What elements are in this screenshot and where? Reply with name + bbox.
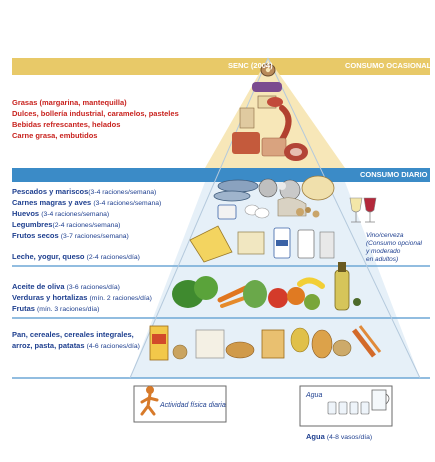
veg-item-name: Frutas [12, 304, 35, 313]
cereal-line-1: Pan, cereales, cereales integrales, [12, 330, 134, 340]
protein-item-detail: (3-4 raciones/semana) [88, 189, 157, 196]
water-name: Agua [306, 432, 325, 441]
dairy-item-detail: (2-4 raciones/día) [86, 254, 140, 261]
occasional-item: Dulces, bollería industrial, caramelos, … [12, 109, 179, 118]
senc-label: SENC (2004) [228, 61, 273, 70]
water-recommendation: Agua (4-8 vasos/día) [306, 432, 372, 443]
occasional-item: Carne grasa, embutidos [12, 131, 98, 140]
protein-item-name: Legumbres [12, 220, 53, 229]
protein-icons [213, 175, 335, 220]
dairy-item-name: Leche, yogur, queso [12, 252, 85, 261]
protein-item-name: Carnes magras y aves [12, 198, 92, 207]
dairy-item: Leche, yogur, queso (2-4 raciones/día) [12, 252, 140, 263]
veg-item: Frutas (mín. 3 raciones/día) [12, 304, 99, 315]
water-box-label: Agua [306, 392, 323, 399]
protein-item-name: Huevos [12, 209, 40, 218]
vegetables-fruits-icons [172, 276, 325, 310]
cereals-icons [149, 325, 382, 361]
cereal-line-2: arroz, pasta, patatas (4-6 raciones/día) [12, 341, 140, 352]
veg-item-detail: (mín. 3 raciones/día) [37, 306, 100, 313]
veg-item-detail: (mín. 2 raciones/día) [89, 295, 152, 302]
protein-item-name: Frutos secos [12, 231, 59, 240]
cereal-line-1-text: Pan, cereales, cereales integrales, [12, 330, 134, 339]
protein-item-detail: (2-4 raciones/semana) [52, 222, 121, 229]
veg-item-name: Verduras y hortalizas [12, 293, 88, 302]
occasional-item: Bebidas refrescantes, helados [12, 120, 121, 129]
cereal-line-2-detail: (4-6 raciones/día) [86, 343, 140, 350]
protein-item-detail: (3-4 raciones/semana) [41, 211, 110, 218]
wine-note-line: en adultos) [366, 256, 399, 263]
water-glasses-icon [327, 389, 390, 415]
sweets-icon [232, 63, 308, 161]
protein-item-detail: (3-7 raciones/semana) [60, 233, 129, 240]
wine-note-line: y moderado [366, 248, 401, 255]
veg-item: Aceite de oliva (3-6 raciones/día) [12, 282, 120, 293]
protein-item: Frutos secos (3-7 raciones/semana) [12, 231, 129, 242]
occasional-label: CONSUMO OCASIONAL [345, 61, 432, 70]
dairy-icons [189, 225, 335, 263]
olive-oil-icon [334, 262, 361, 311]
protein-item: Legumbres(2-4 raciones/semana) [12, 220, 120, 231]
cereal-line-2-name: arroz, pasta, patatas [12, 341, 85, 350]
protein-item: Carnes magras y aves (3-4 raciones/seman… [12, 198, 161, 209]
veg-item-name: Aceite de oliva [12, 282, 65, 291]
veg-item-detail: (3-6 raciones/día) [66, 284, 120, 291]
veg-item: Verduras y hortalizas (mín. 2 raciones/d… [12, 293, 152, 304]
protein-item: Huevos (3-4 raciones/semana) [12, 209, 109, 220]
occasional-band [12, 58, 430, 75]
daily-label: CONSUMO DIARIO [360, 170, 428, 179]
wine-note-line: Vino/cerveza [366, 232, 404, 239]
protein-item: Pescados y mariscos(3-4 raciones/semana) [12, 187, 156, 198]
activity-label: Actividad física diaria [160, 402, 226, 409]
daily-area [130, 182, 420, 378]
occasional-item: Grasas (margarina, mantequilla) [12, 98, 127, 107]
wine-beer-icon [349, 197, 377, 223]
protein-item-detail: (3-4 raciones/semana) [93, 200, 162, 207]
wine-note-line: (Consumo opcional [366, 240, 423, 247]
water-detail: (4-8 vasos/día) [326, 434, 373, 441]
running-person-icon [140, 386, 159, 416]
protein-item-name: Pescados y mariscos [12, 187, 89, 196]
